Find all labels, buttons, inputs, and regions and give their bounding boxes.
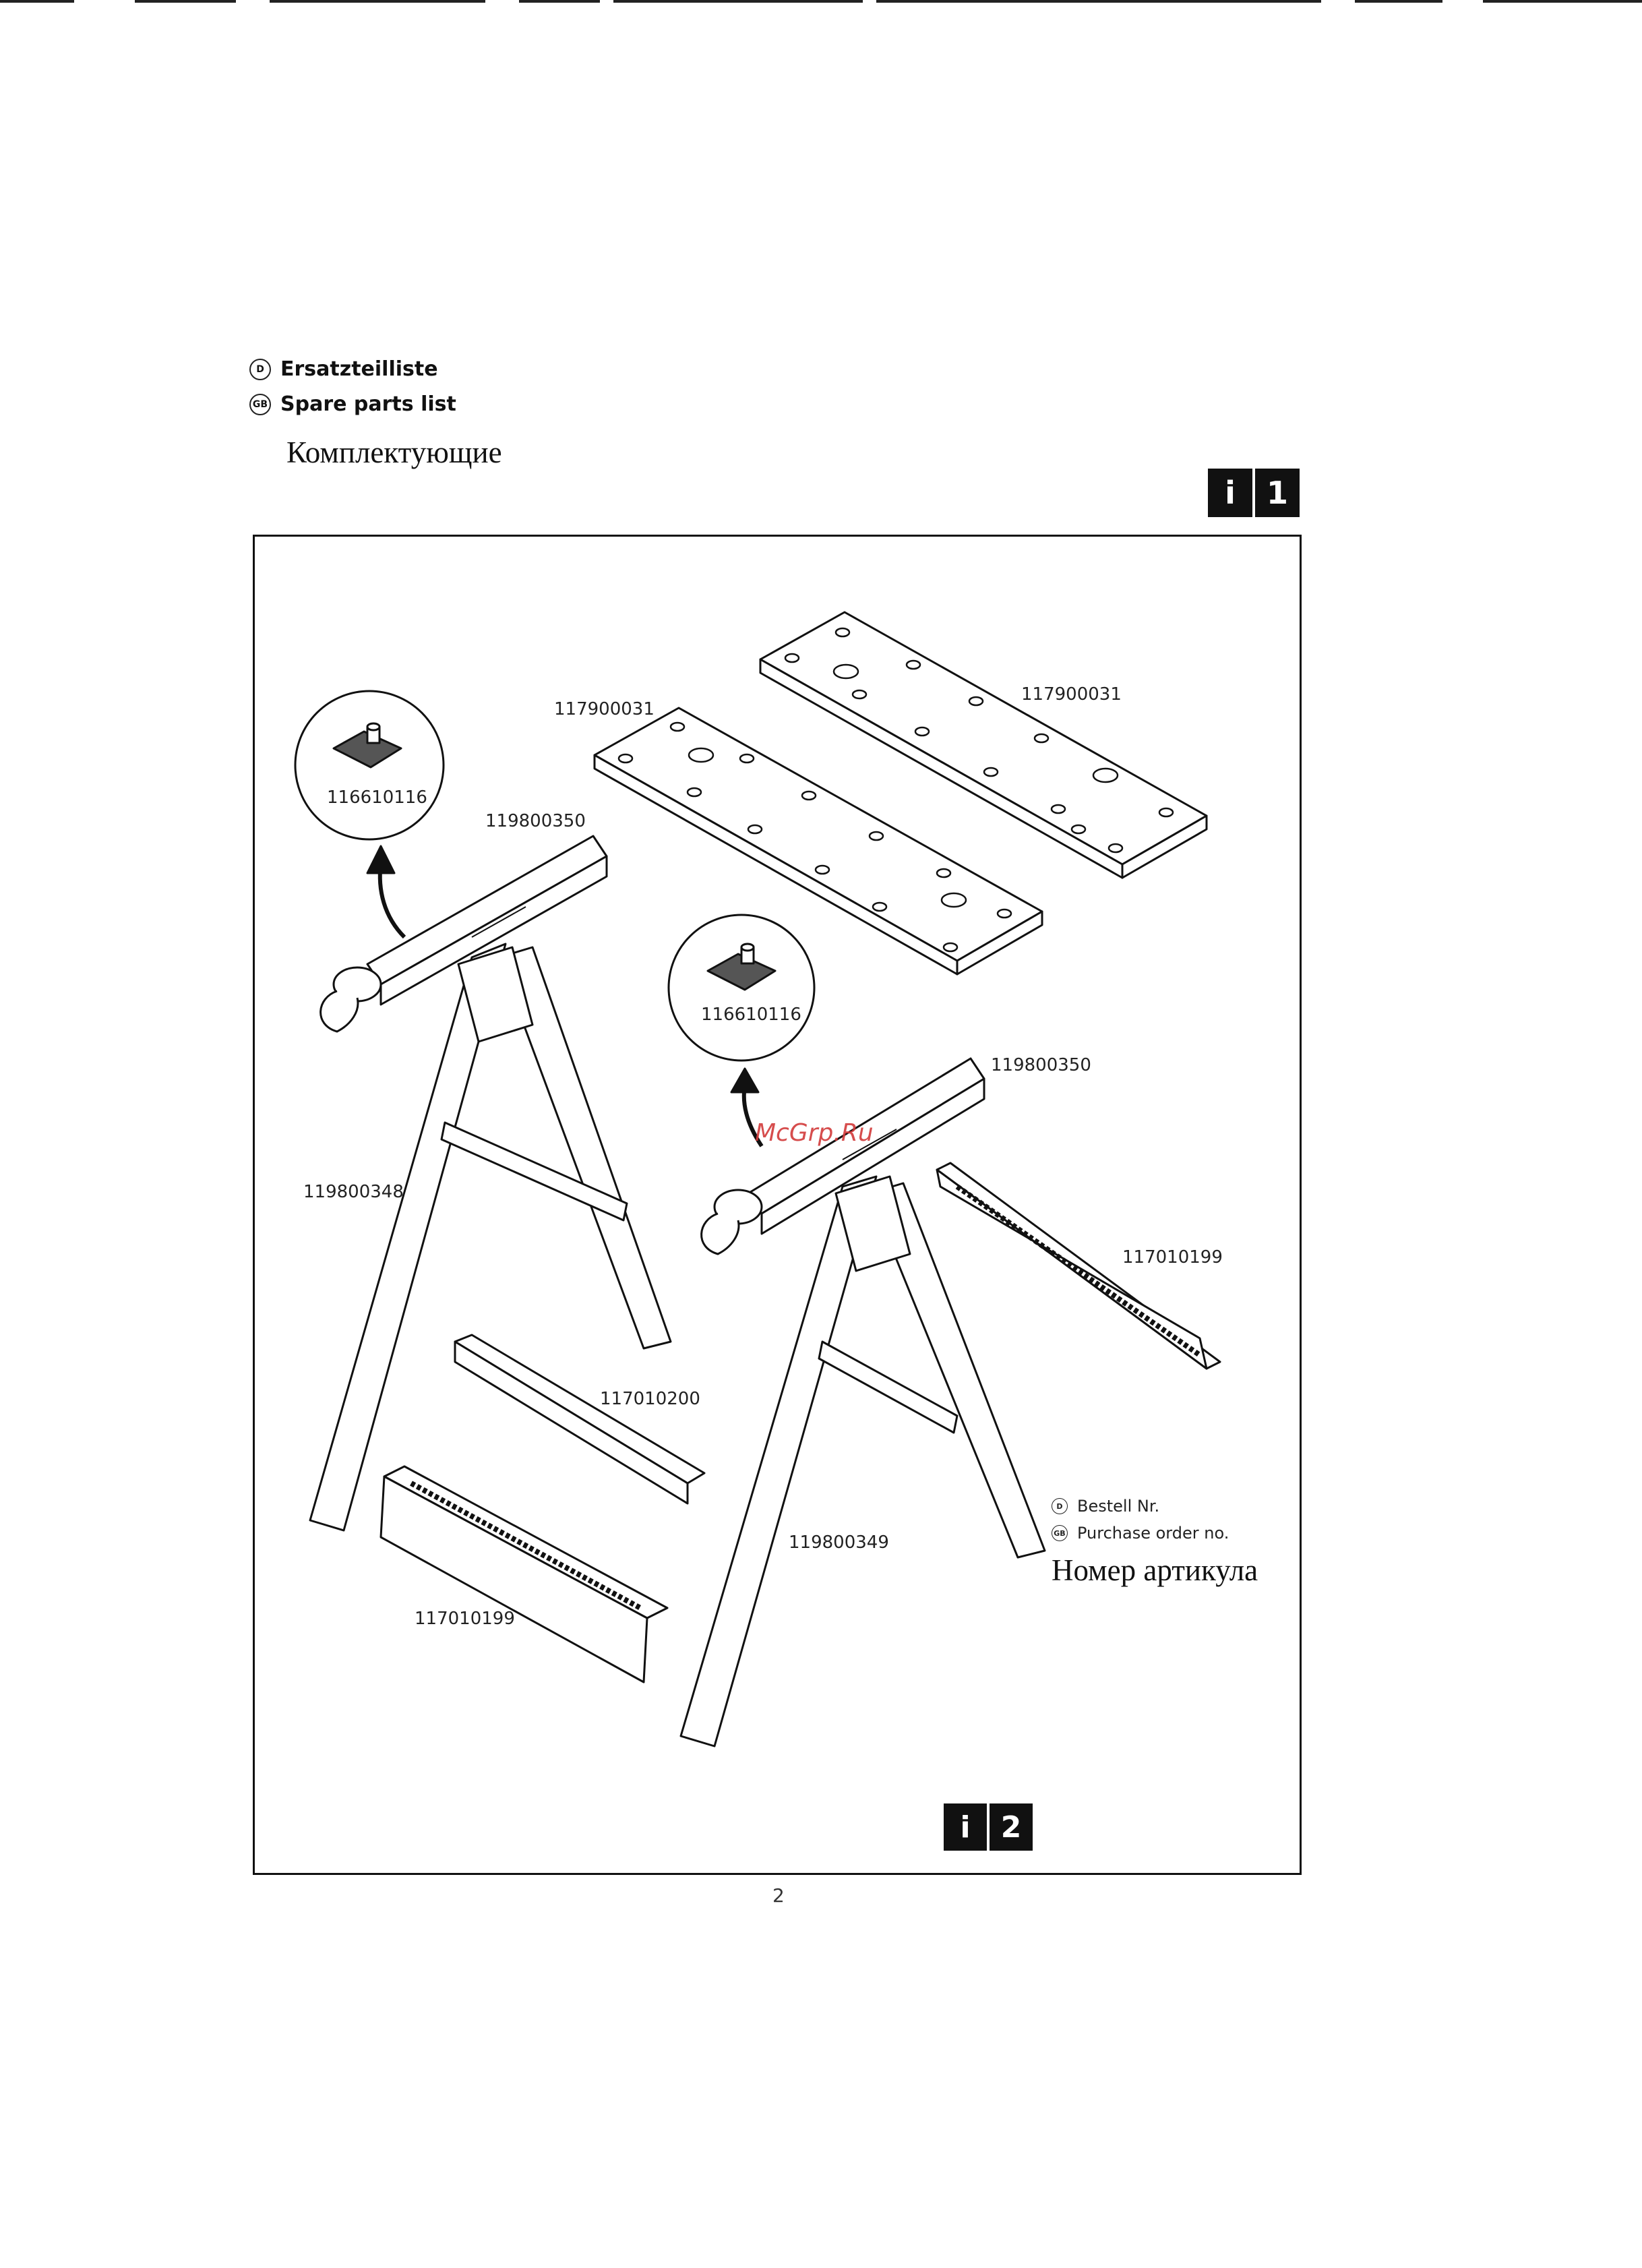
legend-ru-label: Номер артикула: [1052, 1553, 1258, 1588]
legend-gb-label: Purchase order no.: [1077, 1524, 1229, 1543]
part-number-leg-right: 119800349: [789, 1532, 889, 1553]
part-number-beam-right: 119800350: [991, 1055, 1091, 1075]
legend-de-row: D Bestell Nr.: [1052, 1497, 1159, 1516]
part-number-clamp-mid: 116610116: [701, 1005, 801, 1025]
legend-de-badge: D: [1052, 1498, 1068, 1514]
info-number: 2: [990, 1803, 1033, 1851]
part-number-beam-left: 119800350: [485, 811, 586, 831]
legend-gb-row: GB Purchase order no.: [1052, 1524, 1229, 1543]
part-number-rack-left: 117010199: [415, 1609, 515, 1629]
part-number-leg-left: 119800348: [303, 1182, 404, 1202]
legend-de-label: Bestell Nr.: [1077, 1497, 1159, 1516]
part-number-board-left: 117900031: [554, 699, 655, 719]
leg-right-drawing: [681, 1176, 1045, 1746]
legend-gb-badge: GB: [1052, 1525, 1068, 1541]
watermark-text: McGrp.Ru: [755, 1119, 874, 1147]
part-number-board-right: 117900031: [1021, 684, 1122, 705]
part-number-brace: 117010200: [600, 1389, 700, 1409]
part-number-rack-right: 117010199: [1122, 1247, 1223, 1267]
rack-left-drawing: [381, 1466, 667, 1682]
page-number: 2: [772, 1884, 785, 1907]
part-number-clamp-left: 116610116: [327, 787, 427, 808]
info-i-icon: i: [944, 1803, 987, 1851]
brace-drawing: [455, 1335, 704, 1503]
info-book-icon-2: i 2: [944, 1803, 1033, 1851]
